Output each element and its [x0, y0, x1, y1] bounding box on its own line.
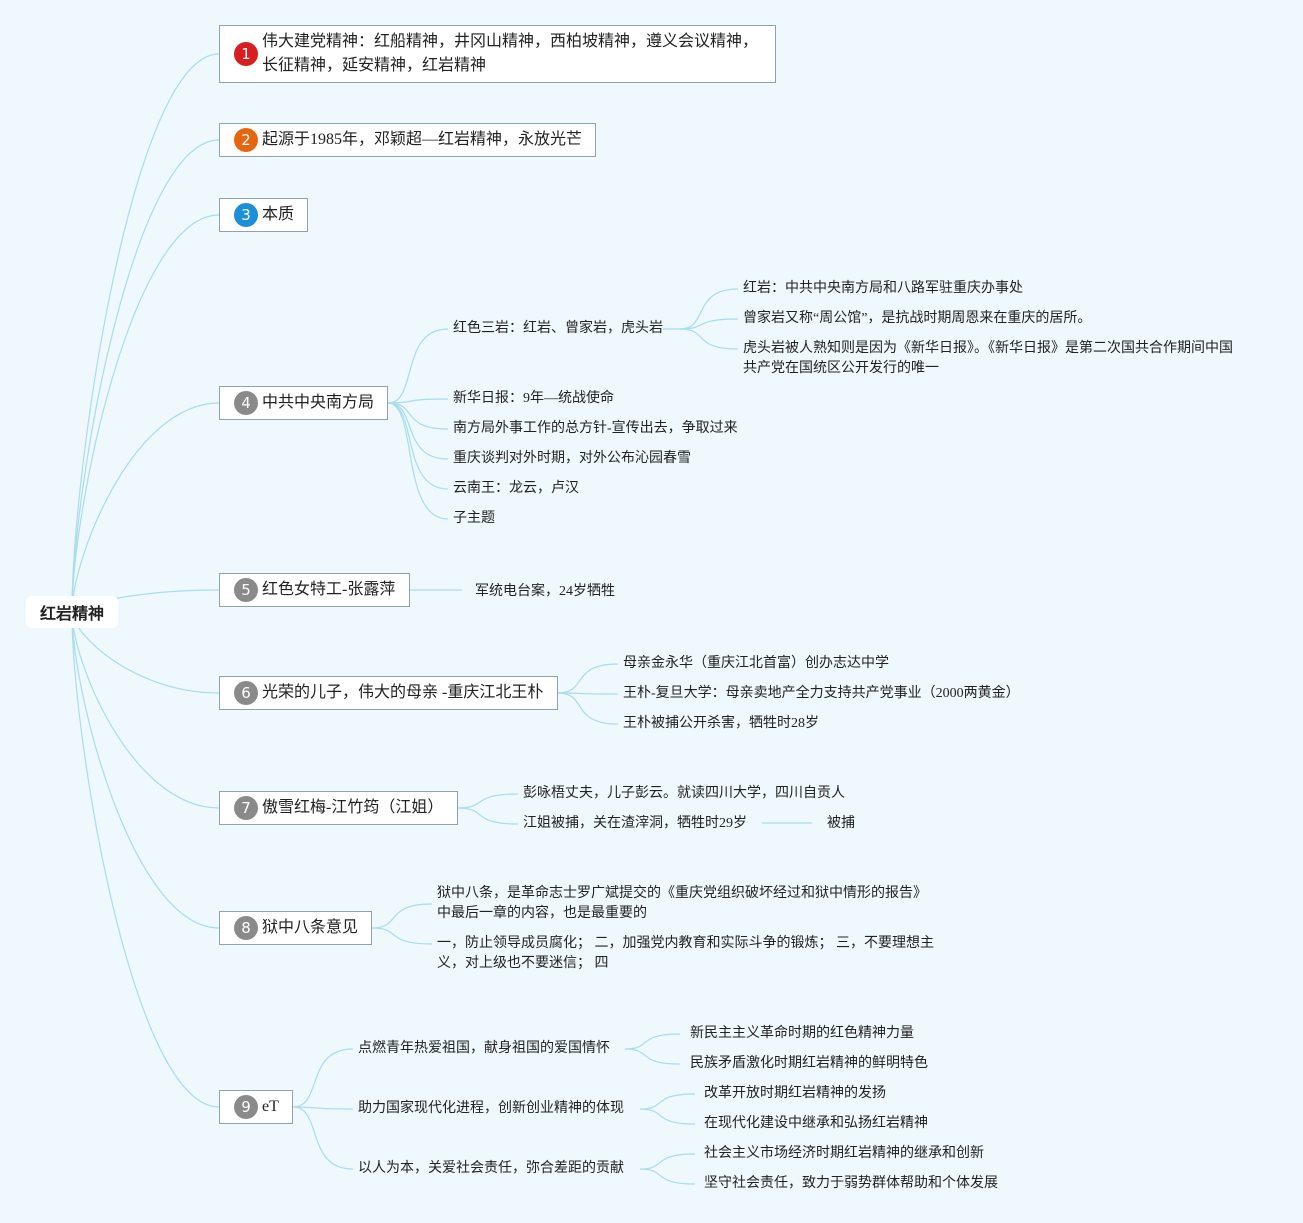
subtopic-9-1-1[interactable]: 新民主主义革命时期的红色精神力量	[690, 1026, 914, 1041]
link-9-1-2	[624, 1048, 681, 1065]
subtopic-4-1-2[interactable]: 曾家岩又称“周公馆”，是抗战时期周恩来在重庆的居所。	[743, 311, 1092, 326]
subtopic-9-2[interactable]: 助力国家现代化进程，创新创业精神的体现	[358, 1101, 624, 1116]
central-topic[interactable]: 红岩精神	[26, 596, 118, 628]
topic-9[interactable]: 9 eT	[219, 1090, 293, 1124]
link-root-topic-4	[71, 402, 220, 613]
link-root-topic-1	[71, 53, 220, 613]
topic-4-label: 中共中央南方局	[262, 394, 375, 411]
topic-2-label: 起源于1985年，邓颖超—红岩精神，永放光芒	[262, 131, 583, 148]
priority-1-icon: 1	[234, 42, 258, 66]
topic-7[interactable]: 7 傲雪红梅-江竹筠（江姐）	[219, 791, 458, 825]
topic-5-label: 红色女特工-张露萍	[262, 581, 396, 598]
topic-8[interactable]: 8 狱中八条意见	[219, 911, 372, 945]
topic-1-label: 伟大建党精神：红船精神，井冈山精神，西柏坡精神，遵义会议精神，长征精神，延安精神…	[262, 33, 759, 74]
topic-3-label: 本质	[262, 206, 295, 223]
link-9-1-1	[624, 1033, 681, 1050]
priority-7-icon: 7	[234, 796, 258, 820]
subtopic-4-1-3[interactable]: 虎头岩被人熟知则是因为《新华日报》。《新华日报》是第二次国共合作期间中国共产党在…	[743, 341, 1233, 376]
topic-5[interactable]: 5 红色女特工-张露萍	[219, 573, 410, 607]
link-7-1	[457, 793, 519, 809]
link-4-4	[387, 402, 449, 460]
link-4-3	[387, 402, 449, 430]
link-4-2	[387, 398, 449, 404]
topic-7-label: 傲雪红梅-江竹筠（江姐）	[262, 799, 444, 816]
link-root-topic-9	[71, 611, 220, 1108]
priority-4-icon: 4	[234, 391, 258, 415]
link-root-topic-3	[71, 214, 220, 613]
topic-8-label: 狱中八条意见	[262, 919, 359, 936]
subtopic-9-2-1[interactable]: 改革开放时期红岩精神的发扬	[704, 1086, 886, 1101]
topic-9-label: eT	[262, 1098, 279, 1115]
link-9-1	[292, 1048, 354, 1108]
priority-6-icon: 6	[234, 681, 258, 705]
link-4-5	[387, 402, 449, 490]
link-root-topic-7	[71, 611, 220, 809]
subtopic-7-2-1[interactable]: 被捕	[827, 816, 855, 831]
link-9-3	[292, 1106, 354, 1170]
subtopic-6-3[interactable]: 王朴被捕公开杀害，牺牲时28岁	[623, 716, 819, 731]
link-9-2	[292, 1106, 354, 1110]
link-4-1	[387, 328, 449, 404]
subtopic-4-5[interactable]: 云南王：龙云，卢汉	[453, 481, 579, 496]
link-6-2	[557, 692, 619, 695]
priority-5-icon: 5	[234, 578, 258, 602]
subtopic-9-1-2[interactable]: 民族矛盾激化时期红岩精神的鲜明特色	[690, 1056, 928, 1071]
priority-2-icon: 2	[234, 128, 258, 152]
topic-1[interactable]: 1 伟大建党精神：红船精神，井冈山精神，西柏坡精神，遵义会议精神，长征精神，延安…	[219, 25, 776, 83]
link-4-1-2	[679, 318, 739, 330]
link-9-3-2	[639, 1168, 696, 1185]
priority-8-icon: 8	[234, 916, 258, 940]
link-8-1	[371, 903, 433, 929]
topic-2[interactable]: 2 起源于1985年，邓颖超—红岩精神，永放光芒	[219, 123, 596, 157]
subtopic-9-1[interactable]: 点燃青年热爱祖国，献身祖国的爱国情怀	[358, 1041, 610, 1056]
link-4-6	[387, 402, 449, 520]
subtopic-7-1[interactable]: 彭咏梧丈夫，儿子彭云。就读四川大学，四川自贡人	[523, 786, 845, 801]
link-6-3	[557, 692, 619, 725]
link-6-1	[557, 663, 619, 694]
topic-6-label: 光荣的儿子，伟大的母亲 -重庆江北王朴	[262, 684, 544, 701]
subtopic-8-2[interactable]: 一，防止领导成员腐化； 二，加强党内教育和实际斗争的锻炼； 三，不要理想主义，对…	[437, 936, 934, 971]
link-4-1-3	[679, 328, 739, 350]
subtopic-5-1[interactable]: 军统电台案，24岁牺牲	[475, 584, 615, 599]
link-root-topic-2	[71, 139, 220, 613]
link-9-2-1	[639, 1093, 696, 1110]
priority-9-icon: 9	[234, 1095, 258, 1119]
link-9-2-2	[639, 1108, 696, 1125]
subtopic-4-2[interactable]: 新华日报：9年—统战使命	[453, 391, 614, 406]
link-9-3-1	[639, 1153, 696, 1170]
priority-3-icon: 3	[234, 203, 258, 227]
subtopic-9-3[interactable]: 以人为本，关爱社会责任，弥合差距的贡献	[358, 1161, 624, 1176]
subtopic-4-1[interactable]: 红色三岩：红岩、曾家岩，虎头岩	[453, 321, 663, 336]
subtopic-9-3-1[interactable]: 社会主义市场经济时期红岩精神的继承和创新	[704, 1146, 984, 1161]
link-4-1-1	[679, 288, 739, 330]
link-8-2	[371, 927, 433, 945]
topic-3[interactable]: 3 本质	[219, 198, 308, 232]
subtopic-8-1[interactable]: 狱中八条，是革命志士罗广斌提交的《重庆党组织破坏经过和狱中情形的报告》中最后一章…	[437, 886, 927, 921]
subtopic-6-2[interactable]: 王朴-复旦大学：母亲卖地产全力支持共产党事业（2000两黄金）	[623, 686, 1020, 701]
subtopic-4-4[interactable]: 重庆谈判对外时期，对外公布沁园春雪	[453, 451, 691, 466]
subtopic-4-3[interactable]: 南方局外事工作的总方针-宣传出去，争取过来	[453, 421, 738, 436]
subtopic-6-1[interactable]: 母亲金永华（重庆江北首富）创办志达中学	[623, 656, 889, 671]
link-root-topic-8	[71, 611, 220, 929]
topic-4[interactable]: 4 中共中央南方局	[219, 386, 388, 420]
topic-6[interactable]: 6 光荣的儿子，伟大的母亲 -重庆江北王朴	[219, 676, 558, 710]
subtopic-4-6[interactable]: 子主题	[453, 511, 495, 526]
link-7-2	[457, 807, 519, 825]
subtopic-9-3-2[interactable]: 坚守社会责任，致力于弱势群体帮助和个体发展	[704, 1176, 998, 1191]
subtopic-9-2-2[interactable]: 在现代化建设中继承和弘扬红岩精神	[704, 1116, 928, 1131]
subtopic-4-1-1[interactable]: 红岩：中共中央南方局和八路军驻重庆办事处	[743, 281, 1023, 296]
subtopic-7-2[interactable]: 江姐被捕，关在渣滓洞，牺牲时29岁	[523, 816, 747, 831]
